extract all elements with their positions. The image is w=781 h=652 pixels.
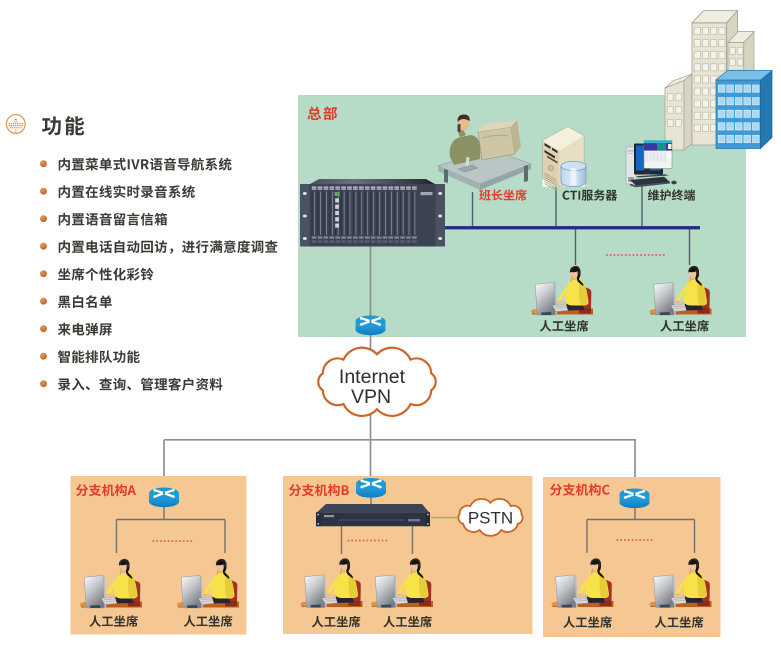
svg-text:PSTN: PSTN <box>468 509 513 528</box>
svg-text:VPN: VPN <box>351 386 391 408</box>
svg-text:Internet: Internet <box>339 366 406 388</box>
